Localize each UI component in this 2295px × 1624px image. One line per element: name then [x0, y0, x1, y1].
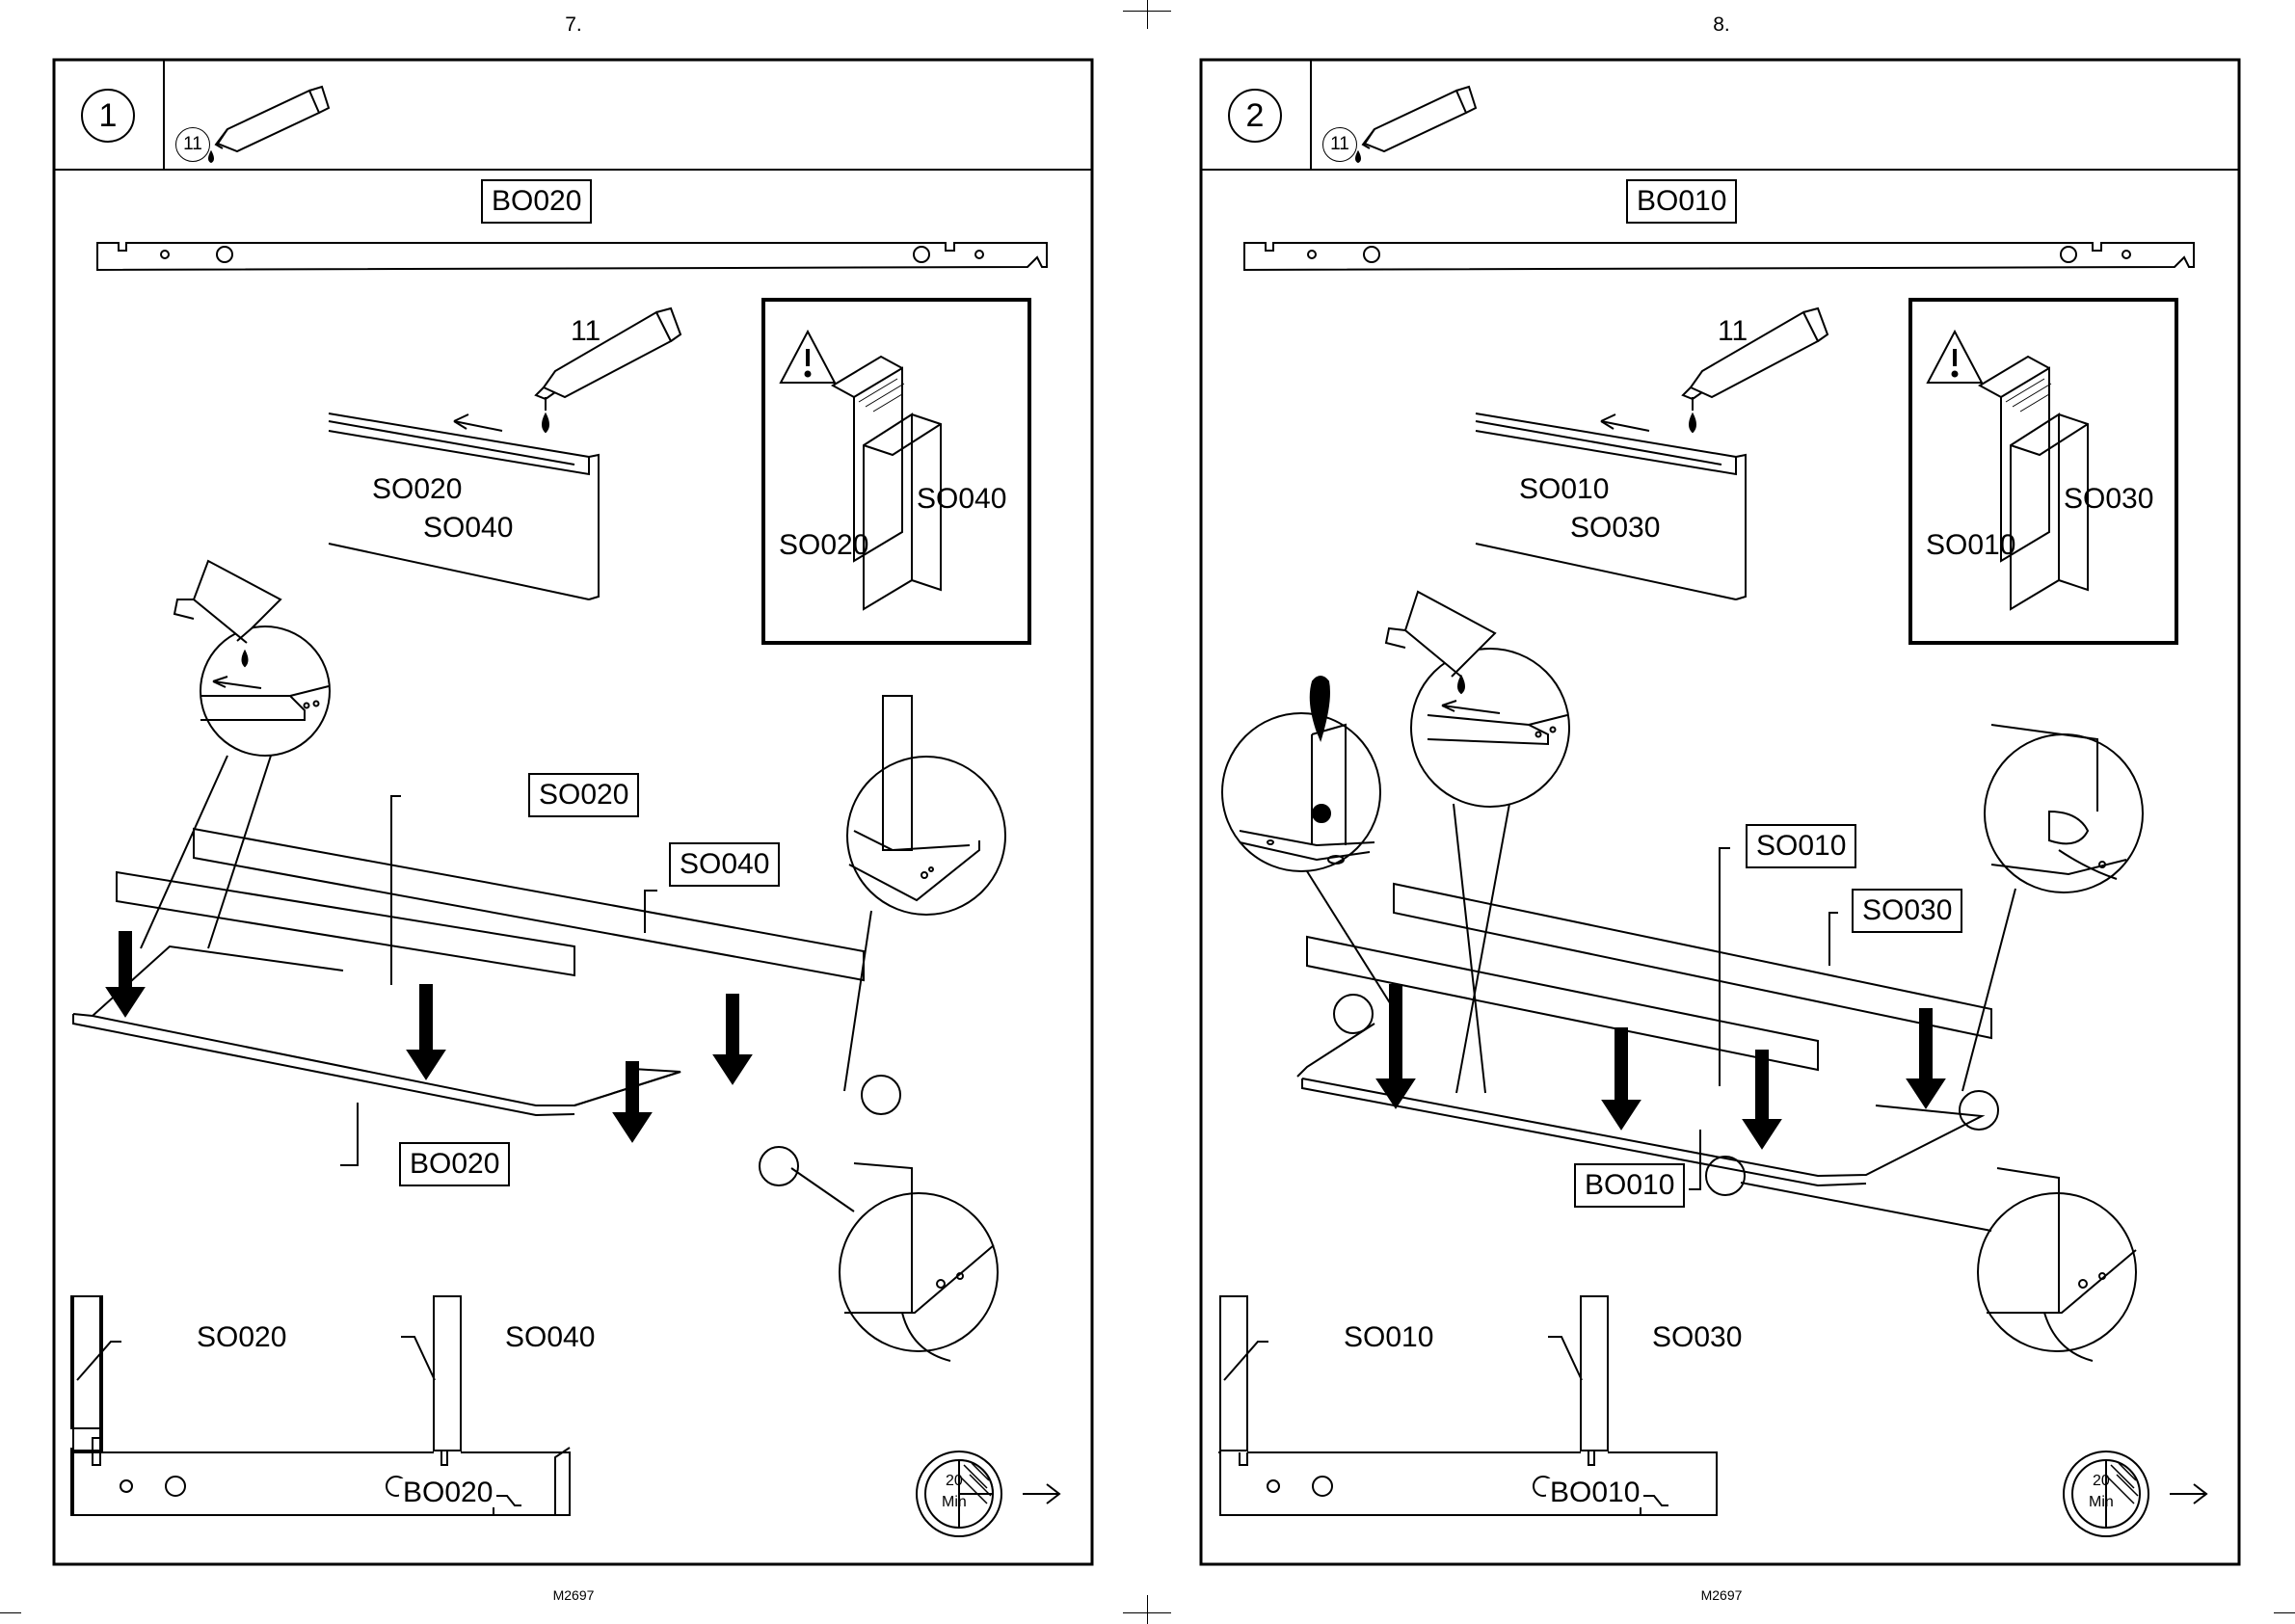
callout-label: BO020 [399, 1142, 510, 1186]
zoom-detail-circle [847, 757, 1005, 915]
glue-reference-label: 11 [571, 317, 600, 346]
callout-label: BO010 [1574, 1163, 1685, 1208]
panel-profile [97, 243, 1047, 270]
part-label: SO030 [1570, 514, 1660, 543]
crop-mark [2274, 1612, 2295, 1613]
part-label: SO040 [505, 1323, 595, 1352]
arrow-right-icon [1023, 1484, 1059, 1504]
footer-code: M2697 [525, 1587, 622, 1603]
glue-tube-icon [1386, 592, 1495, 693]
callout-label: SO030 [1852, 889, 1962, 933]
arrow-down-icon [1377, 985, 1414, 1107]
detail-label: SO040 [917, 485, 1006, 514]
glue-tube-icon [174, 561, 280, 666]
glue-tube-icon [209, 87, 329, 162]
warning-detail-box [1910, 300, 2176, 643]
footer-code: M2697 [1673, 1587, 1770, 1603]
detail-label: SO030 [2064, 485, 2153, 514]
page-number: 8. [1683, 13, 1760, 37]
page-number: 7. [535, 13, 612, 37]
warning-detail-box [763, 300, 1029, 643]
part-label: BO010 [1546, 1478, 1643, 1507]
part-label: SO010 [1344, 1323, 1433, 1352]
part-label: SO040 [423, 514, 513, 543]
part-label: BO010 [1626, 179, 1737, 224]
panel-profile [1244, 243, 2194, 270]
part-label: SO020 [372, 475, 462, 504]
glue-tube-icon [1356, 87, 1476, 162]
glue-tube-icon [536, 308, 680, 432]
vertical-panel-right [1581, 1296, 1608, 1451]
arrow-down-icon [1908, 1009, 1944, 1107]
timer-value: 20 [2093, 1474, 2110, 1489]
rail-front [117, 872, 574, 975]
zoom-detail-circle [1978, 1193, 2136, 1351]
warning-triangle-icon [781, 332, 835, 383]
part-label: SO020 [197, 1323, 286, 1352]
part-label: SO030 [1652, 1323, 1742, 1352]
glue-tube-icon [1683, 308, 1828, 432]
glue-quantity-badge: 11 [1322, 127, 1357, 162]
detail-label: SO010 [1926, 531, 2015, 560]
callout-label: SO040 [669, 842, 780, 887]
arrow-right-icon [2170, 1484, 2206, 1504]
part-label: BO020 [399, 1478, 496, 1507]
callout-label: SO010 [1746, 824, 1856, 868]
crop-mark [1123, 11, 1171, 12]
vertical-panel-right [434, 1296, 461, 1451]
crop-mark [0, 1612, 21, 1613]
zoom-detail-circle [840, 1193, 998, 1351]
step-number-badge: 2 [1228, 89, 1282, 143]
crop-mark [1123, 1612, 1171, 1613]
timer-unit: Min [942, 1495, 967, 1510]
glue-reference-label: 11 [1718, 317, 1748, 346]
detail-label: SO020 [779, 531, 868, 560]
part-label: SO010 [1519, 475, 1609, 504]
rail-glue-illustration [329, 413, 599, 599]
warning-triangle-icon [1928, 332, 1982, 383]
glue-quantity-badge: 11 [175, 127, 210, 162]
rail-glue-illustration [1476, 413, 1746, 599]
part-label: BO020 [481, 179, 592, 224]
step-panel: 2 11 BO010 11 SO010 SO030 SO010 SO030 SO… [1201, 60, 2239, 1564]
arrow-down-icon [614, 1062, 651, 1141]
step-number-badge: 1 [81, 89, 135, 143]
arrow-down-icon [714, 995, 751, 1083]
crop-mark [1147, 0, 1148, 29]
arrow-down-icon [408, 985, 444, 1078]
crop-mark [1147, 1595, 1148, 1624]
base-board [73, 1014, 680, 1105]
vertical-panel-left [1220, 1296, 1247, 1451]
callout-label: SO020 [528, 773, 639, 817]
step-panel: 1 11 BO020 11 SO020 SO040 SO020 SO040 SO… [54, 60, 1092, 1564]
arrow-down-icon [1744, 1051, 1780, 1148]
zoom-detail-circle [1222, 713, 1380, 871]
arrow-down-icon [1603, 1028, 1640, 1129]
zoom-detail-circle [1411, 649, 1569, 807]
timer-value: 20 [946, 1474, 963, 1489]
timer-unit: Min [2089, 1495, 2114, 1510]
